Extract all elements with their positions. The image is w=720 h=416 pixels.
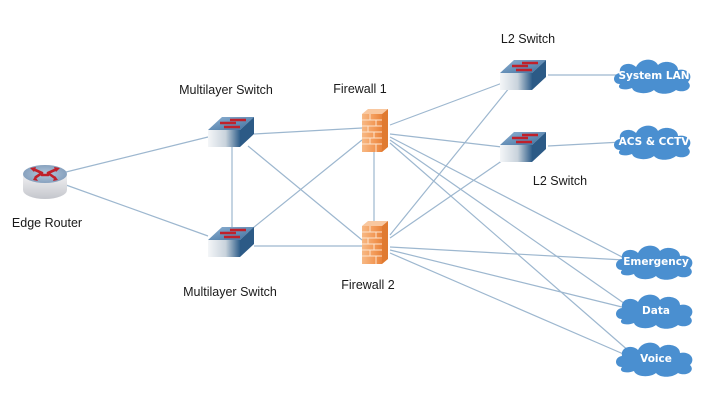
firewall-2-label: Firewall 2 xyxy=(341,278,395,292)
cloud-system-lan[interactable]: System LAN xyxy=(614,59,691,94)
cloud-acs-cctv[interactable]: ACS & CCTV xyxy=(614,125,691,160)
multilayer-switch-1-label: Multilayer Switch xyxy=(179,83,273,97)
link-firewall-2-to-l2-switch-2 xyxy=(389,157,507,239)
link-ml-switch-1-to-firewall-2 xyxy=(247,145,363,241)
cloud-data[interactable]: Data xyxy=(616,294,693,329)
l2-switch-1-label: L2 Switch xyxy=(501,32,555,46)
link-firewall-1-to-cloud-voice xyxy=(389,142,631,353)
cloud-acs-cctv-label: ACS & CCTV xyxy=(619,136,691,148)
cloud-emergency[interactable]: Emergency xyxy=(616,245,693,280)
l2-switch-1[interactable]: L2 Switch xyxy=(500,32,555,90)
link-l2-switch-2-to-cloud-acs-cctv xyxy=(547,141,623,147)
link-edge-router-to-ml-switch-1 xyxy=(65,136,209,173)
multilayer-switch-1[interactable]: Multilayer Switch xyxy=(179,83,273,147)
l2-switch-2-label: L2 Switch xyxy=(533,174,587,188)
link-firewall-2-to-cloud-emergency xyxy=(389,246,625,261)
edge-router[interactable]: Edge Router xyxy=(12,165,82,230)
switch-icon xyxy=(500,132,546,162)
firewall-1-label: Firewall 1 xyxy=(333,82,387,96)
link-edge-router-to-ml-switch-2 xyxy=(65,184,209,237)
switch-icon xyxy=(208,227,254,257)
link-firewall-1-to-l2-switch-2 xyxy=(389,133,503,148)
link-firewall-2-to-l2-switch-1 xyxy=(389,86,511,236)
switch-icon xyxy=(500,60,546,90)
firewall-icon xyxy=(362,221,388,264)
link-firewall-1-to-cloud-emergency xyxy=(389,136,625,259)
multilayer-switch-2-label: Multilayer Switch xyxy=(183,285,277,299)
link-ml-switch-2-to-firewall-1 xyxy=(247,139,363,233)
cloud-voice-label: Voice xyxy=(640,353,672,365)
edge-router-label: Edge Router xyxy=(12,216,82,230)
link-firewall-2-to-cloud-voice xyxy=(389,252,629,357)
link-ml-switch-1-to-firewall-1 xyxy=(253,127,363,135)
l2-switch-2[interactable]: L2 Switch xyxy=(500,132,587,188)
cloud-emergency-label: Emergency xyxy=(623,256,689,268)
firewall-icon xyxy=(362,109,388,152)
cloud-data-label: Data xyxy=(642,305,670,317)
firewall-1[interactable]: Firewall 1 xyxy=(333,82,388,152)
router-icon xyxy=(23,165,67,199)
switch-icon xyxy=(208,117,254,147)
link-firewall-2-to-cloud-data xyxy=(389,249,627,309)
multilayer-switch-2[interactable]: Multilayer Switch xyxy=(183,227,277,299)
cloud-voice[interactable]: Voice xyxy=(616,342,693,377)
cloud-system-lan-label: System LAN xyxy=(619,70,690,82)
links-layer xyxy=(65,74,631,357)
link-firewall-1-to-l2-switch-1 xyxy=(389,81,506,126)
firewall-2[interactable]: Firewall 2 xyxy=(341,221,395,292)
link-firewall-1-to-cloud-data xyxy=(389,139,629,307)
